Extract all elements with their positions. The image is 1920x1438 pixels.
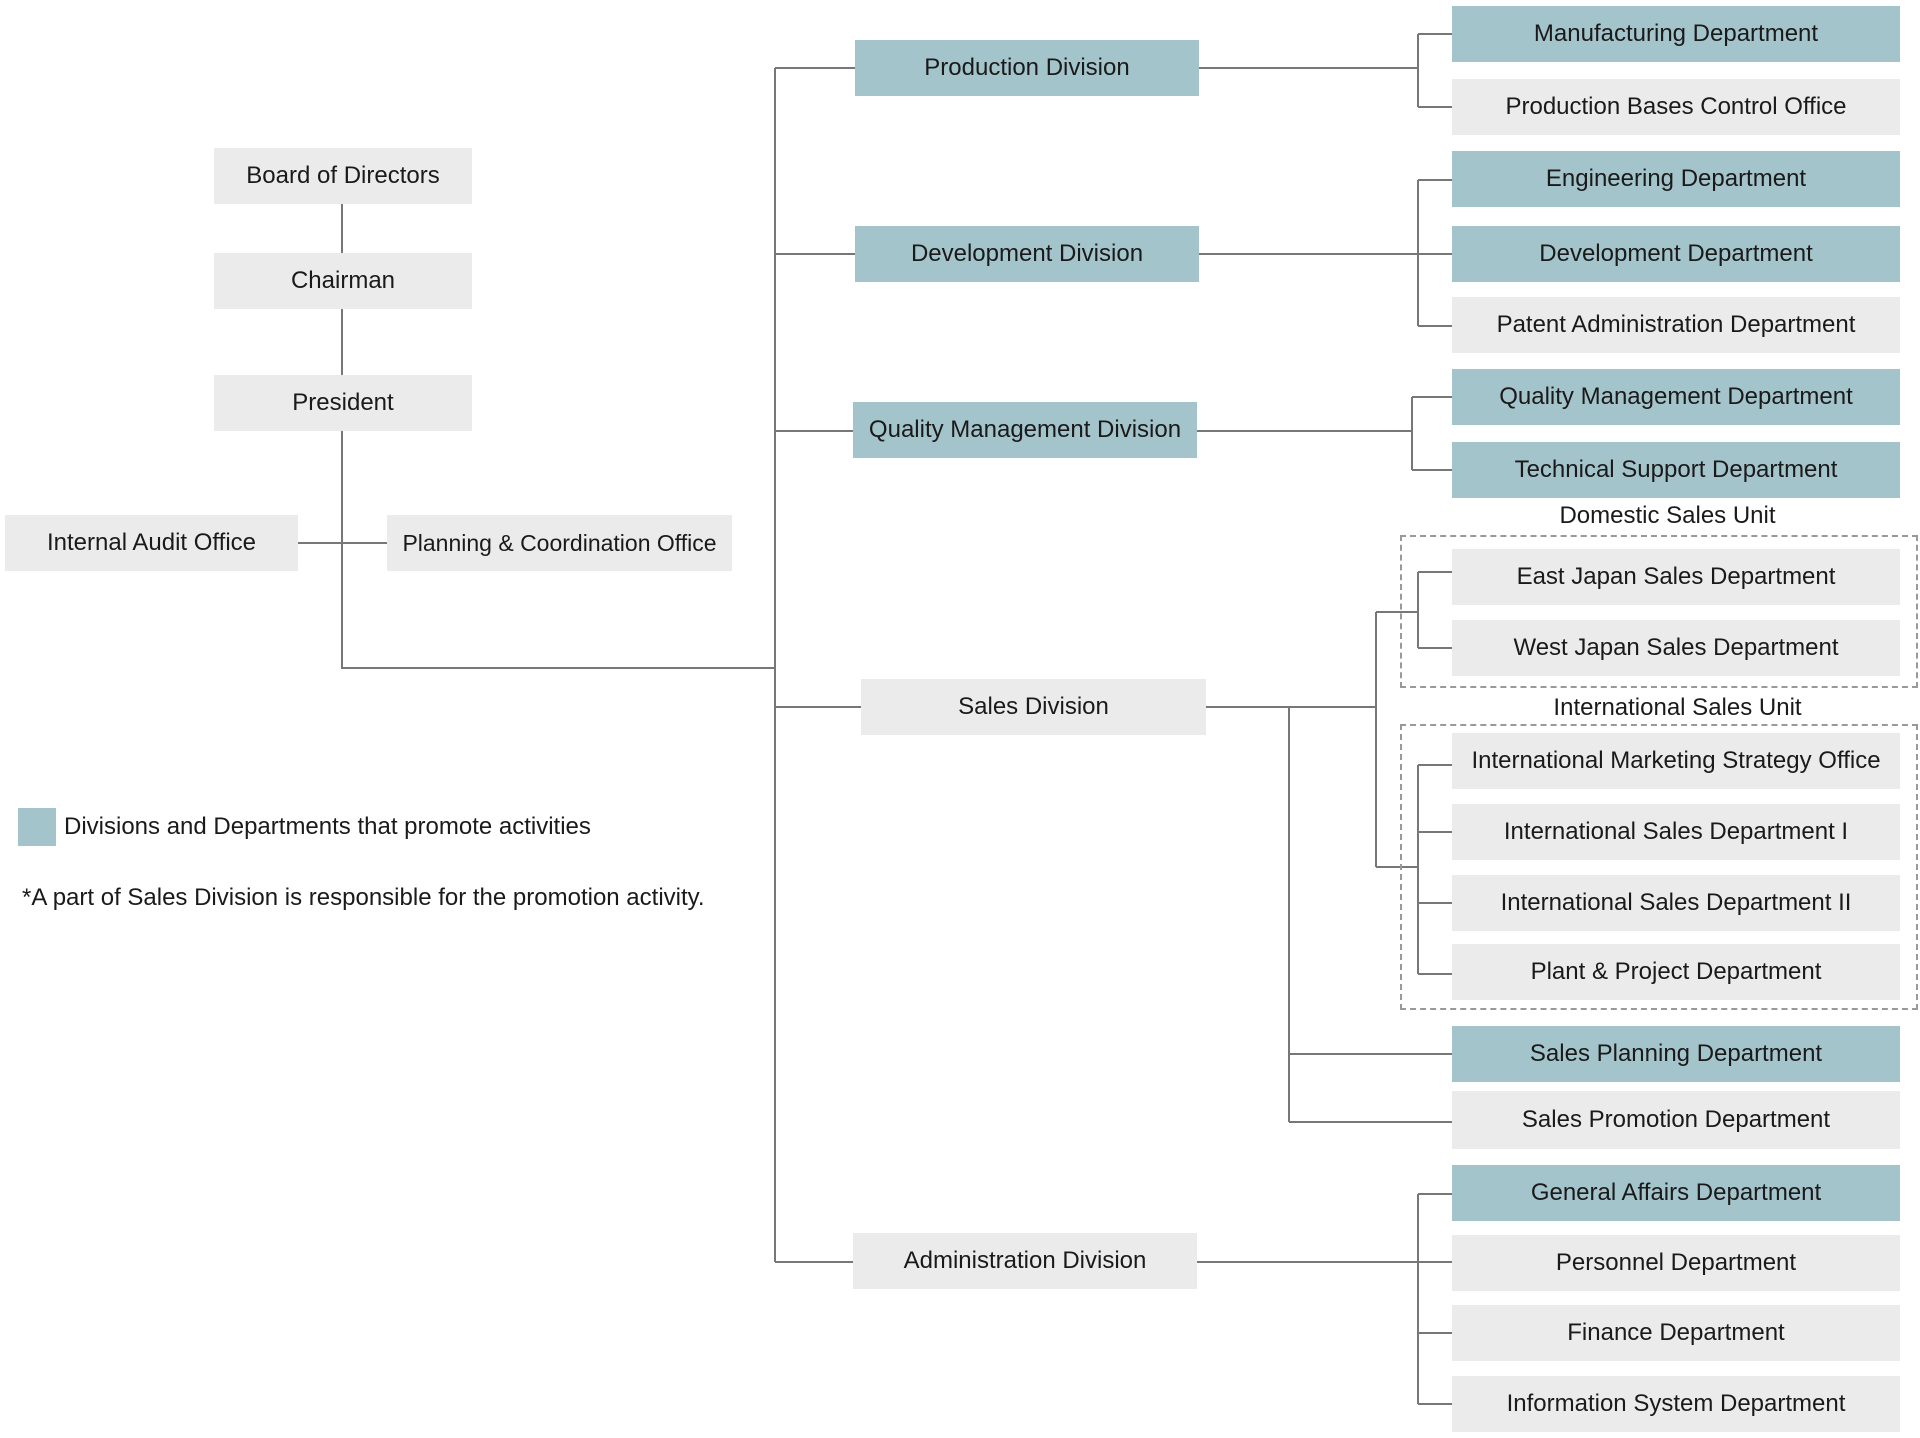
west-japan-sales-department-box: West Japan Sales Department: [1452, 620, 1900, 676]
chairman-box: Chairman: [214, 253, 472, 309]
legend-label: Divisions and Departments that promote a…: [64, 813, 591, 840]
international-marketing-strategy-office-box: International Marketing Strategy Office: [1452, 733, 1900, 789]
quality-management-department-box: Quality Management Department: [1452, 369, 1900, 425]
president-box: President: [214, 375, 472, 431]
development-department-box: Development Department: [1452, 226, 1900, 282]
connector-quality-depts: [1197, 396, 1452, 471]
patent-administration-department-box: Patent Administration Department: [1452, 297, 1900, 353]
plant-project-department-box: Plant & Project Department: [1452, 944, 1900, 1000]
information-system-department-box: Information System Department: [1452, 1376, 1900, 1432]
finance-department-box: Finance Department: [1452, 1305, 1900, 1361]
personnel-department-box: Personnel Department: [1452, 1235, 1900, 1291]
sales-promotion-department-box: Sales Promotion Department: [1452, 1091, 1900, 1149]
sales-division-box: Sales Division: [861, 679, 1206, 735]
production-bases-control-office-box: Production Bases Control Office: [1452, 79, 1900, 135]
board-of-directors-box: Board of Directors: [214, 148, 472, 204]
sales-planning-department-box: Sales Planning Department: [1452, 1026, 1900, 1082]
legend-swatch: [18, 808, 56, 846]
planning-coordination-office-box: Planning & Coordination Office: [387, 515, 732, 571]
domestic-sales-unit-frame: [1400, 535, 1918, 688]
international-sales-department-i-box: International Sales Department I: [1452, 804, 1900, 860]
domestic-sales-unit-label: Domestic Sales Unit: [1559, 502, 1776, 529]
general-affairs-department-box: General Affairs Department: [1452, 1165, 1900, 1221]
internal-audit-office-box: Internal Audit Office: [5, 515, 298, 571]
connector-development-depts: [1199, 179, 1452, 327]
international-sales-department-ii-box: International Sales Department II: [1452, 875, 1900, 931]
technical-support-department-box: Technical Support Department: [1452, 442, 1900, 498]
quality-management-division-box: Quality Management Division: [853, 402, 1197, 458]
connector-production-depts: [1199, 33, 1452, 108]
manufacturing-department-box: Manufacturing Department: [1452, 6, 1900, 62]
development-division-box: Development Division: [855, 226, 1199, 282]
connector-administration-depts: [1197, 1193, 1452, 1405]
footnote: *A part of Sales Division is responsible…: [22, 884, 705, 911]
engineering-department-box: Engineering Department: [1452, 151, 1900, 207]
production-division-box: Production Division: [855, 40, 1199, 96]
administration-division-box: Administration Division: [853, 1233, 1197, 1289]
international-sales-unit-frame: [1400, 724, 1918, 1010]
east-japan-sales-department-box: East Japan Sales Department: [1452, 549, 1900, 605]
international-sales-unit-label: International Sales Unit: [1553, 694, 1802, 721]
